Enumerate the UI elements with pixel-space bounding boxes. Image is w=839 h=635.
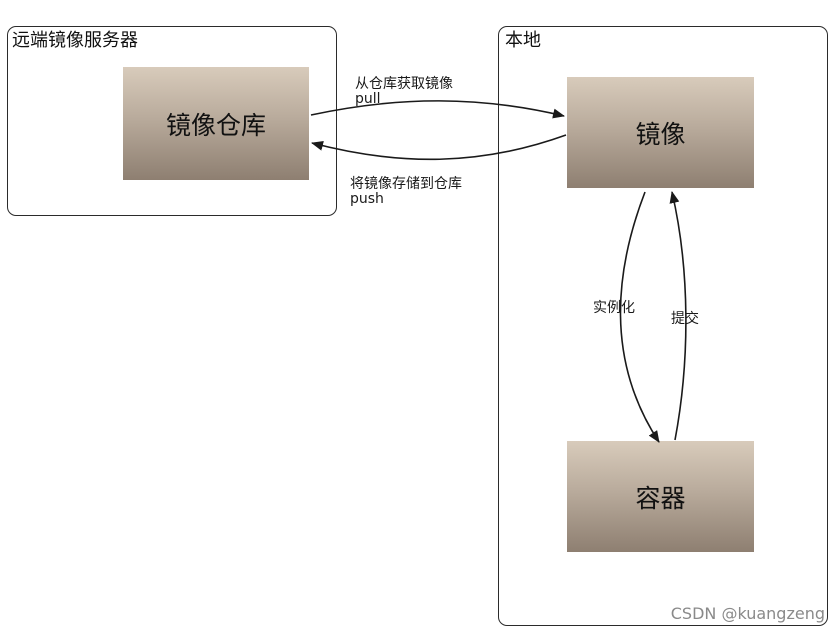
container-label: 容器 [635,483,686,513]
push-arrow [311,134,567,161]
image-label: 镜像 [635,119,686,149]
image-registry-label: 镜像仓库 [165,110,266,140]
local-group [498,26,828,626]
remote-server-group [7,26,337,216]
commit-arrow [669,191,687,441]
push-label-en: push [350,191,384,207]
local-group-label: 本地 [505,30,541,51]
instantiate-label: 实例化 [593,300,635,316]
watermark-text: CSDN @kuangzeng [670,604,825,623]
container-node: 容器 [567,441,754,552]
commit-label: 提交 [671,311,699,327]
push-label-cn: 将镜像存储到仓库 [350,176,462,192]
image-node: 镜像 [567,77,754,188]
pull-label-en: pull [355,91,381,107]
pull-label-cn: 从仓库获取镜像 [355,76,453,92]
image-registry-node: 镜像仓库 [123,67,309,180]
remote-server-group-label: 远端镜像服务器 [12,30,138,51]
pull-arrow [310,100,565,119]
instantiate-arrow [619,191,660,443]
